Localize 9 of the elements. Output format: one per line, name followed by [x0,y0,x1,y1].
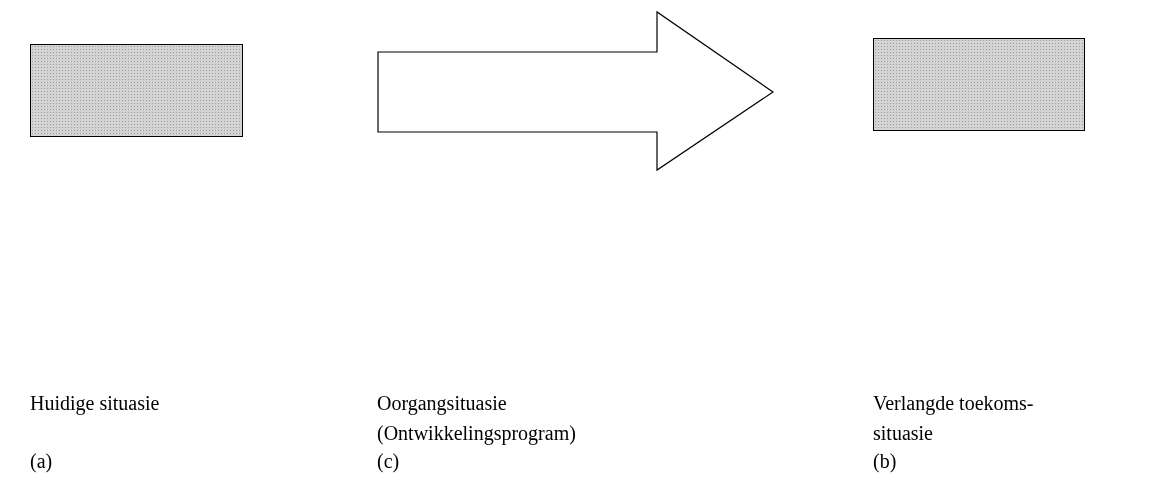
shaded-box [30,44,243,137]
node-caption: Verlangde toekoms- situasie [873,391,1035,446]
caption-text: Oorgangsituasie (Ontwikkelingsprogram) [377,391,577,447]
letter-label: (c) [377,449,400,475]
node-letter: (a) [30,449,54,475]
node-caption: Huidige situasie [30,391,161,417]
block-arrow [377,10,775,172]
shaded-box [873,38,1085,131]
node-letter: (b) [873,449,898,475]
